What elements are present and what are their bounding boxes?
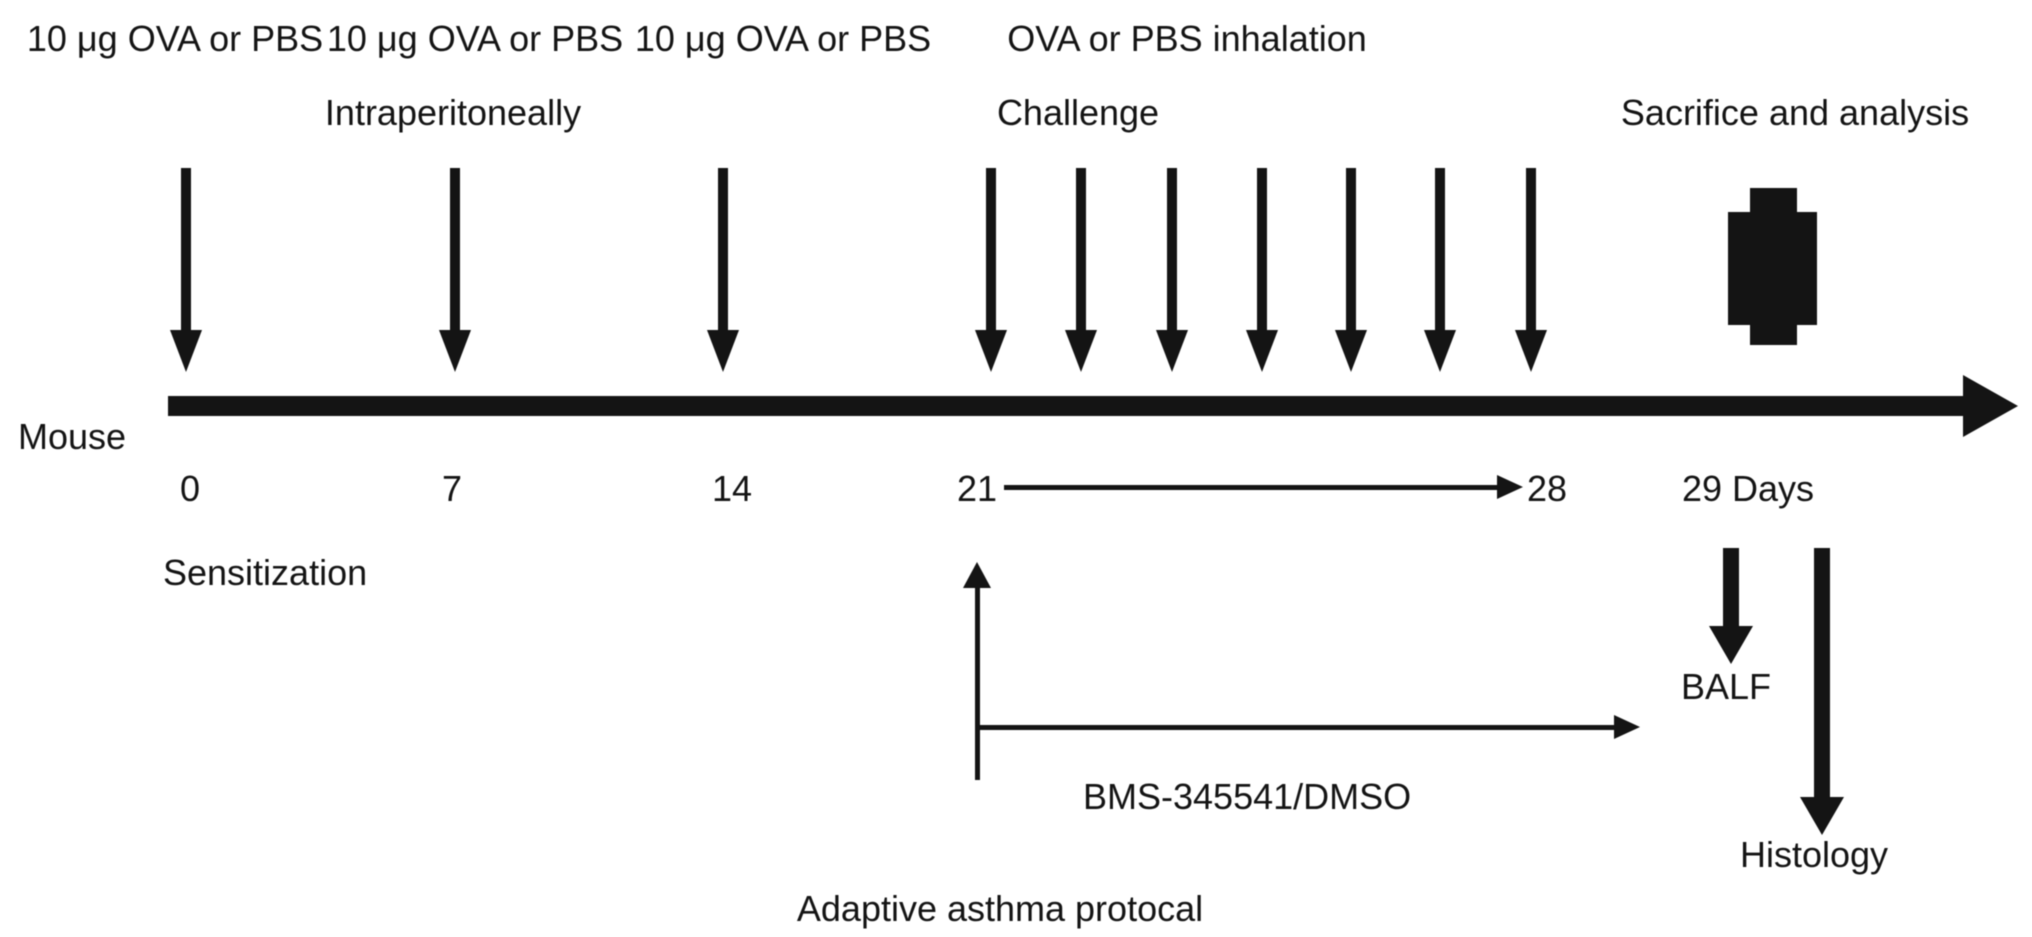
down-arrow-icon — [1814, 548, 1830, 801]
down-arrow-icon — [1346, 168, 1356, 334]
down-arrow-icon — [1076, 168, 1086, 334]
down-arrow-icon — [718, 168, 728, 334]
sensitization-arrow-day0 — [170, 168, 202, 372]
injection-label-2: 10 μg OVA or PBS — [326, 18, 624, 59]
challenge-arrow-3 — [1156, 168, 1188, 372]
day-tick-7: 7 — [441, 468, 463, 509]
down-arrow-icon — [450, 168, 460, 334]
challenge-arrow-6 — [1424, 168, 1456, 372]
day-tick-14: 14 — [711, 468, 753, 509]
challenge-arrow-1 — [975, 168, 1007, 372]
injection-label-1: 10 μg OVA or PBS — [26, 18, 324, 59]
timeline-axis-arrowhead-icon — [1963, 375, 2018, 437]
sensitization-arrow-day7 — [439, 168, 471, 372]
day-tick-21: 21 — [956, 468, 998, 509]
down-arrow-icon — [1257, 168, 1267, 334]
challenge-window-arrow-line — [1004, 485, 1500, 490]
challenge-arrow-2 — [1065, 168, 1097, 372]
day-tick-0: 0 — [179, 468, 201, 509]
challenge-arrow-7 — [1515, 168, 1547, 372]
treatment-label: BMS-345541/DMSO — [1083, 776, 1412, 817]
down-arrow-icon — [1526, 168, 1536, 334]
injection-label-3: 10 μg OVA or PBS — [634, 18, 932, 59]
challenge-arrow-4 — [1246, 168, 1278, 372]
inhalation-label: OVA or PBS inhalation — [1007, 18, 1367, 59]
treatment-start-arrowhead-icon — [963, 562, 991, 588]
protocol-label: Adaptive asthma protocal — [796, 888, 1204, 929]
sacrifice-label: Sacrifice and analysis — [1620, 92, 1970, 133]
challenge-label: Challenge — [996, 92, 1160, 133]
treatment-start-arrow-line — [975, 586, 980, 780]
timeline-axis-bar — [168, 396, 1963, 416]
down-arrow-icon — [986, 168, 996, 334]
down-arrow-icon — [1435, 168, 1445, 334]
challenge-arrow-5 — [1335, 168, 1367, 372]
subject-label: Mouse — [18, 416, 127, 457]
down-arrow-icon — [1167, 168, 1177, 334]
treatment-duration-arrowhead-icon — [1614, 715, 1640, 739]
down-arrow-icon — [181, 168, 191, 334]
balf-arrow — [1709, 548, 1753, 664]
mouse-block-icon — [1728, 188, 1817, 345]
sensitization-arrow-day14 — [707, 168, 739, 372]
challenge-window-arrowhead-icon — [1497, 475, 1523, 499]
treatment-duration-arrow-line — [977, 725, 1614, 730]
day-tick-29: 29 Days — [1681, 468, 1815, 509]
route-label: Intraperitoneally — [324, 92, 582, 133]
histology-arrow — [1800, 548, 1844, 835]
down-arrow-icon — [1723, 548, 1739, 630]
balf-label: BALF — [1680, 666, 1772, 707]
day-tick-28: 28 — [1526, 468, 1568, 509]
sensitization-label: Sensitization — [163, 552, 368, 593]
histology-label: Histology — [1739, 834, 1889, 875]
